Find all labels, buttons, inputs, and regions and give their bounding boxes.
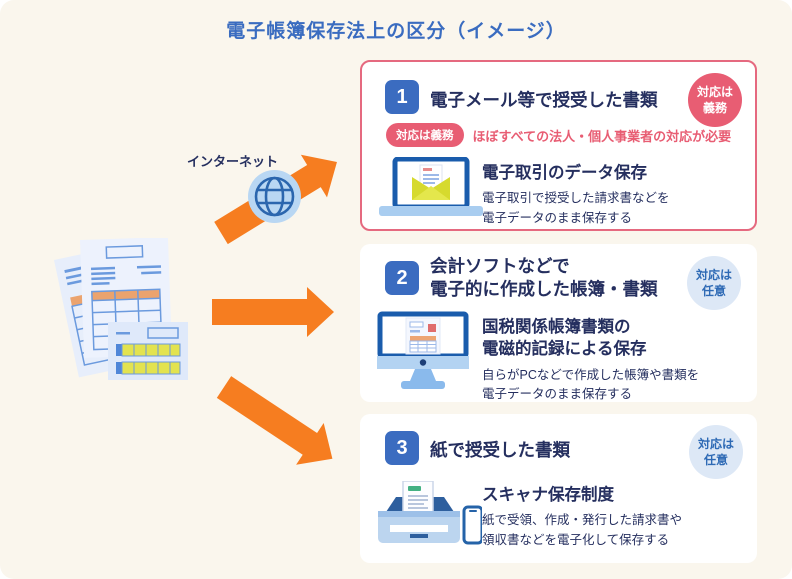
method-description: 自らがPCなどで作成した帳簿や書類を 電子データのまま保存する bbox=[482, 367, 700, 401]
category-card-paper-documents: 3 紙で授受した書類 対応は 任意 スキャナ保存制度 紙で受領、作成・発行した請… bbox=[360, 414, 757, 563]
category-card-electronic-transactions: 1 電子メール等で授受した書類 対応は 義務 対応は義務 ほぼすべての法人・個人… bbox=[360, 60, 757, 231]
internet-label: インターネット bbox=[187, 154, 279, 169]
orange-arrow-icon-3 bbox=[216, 376, 333, 465]
category-card-accounting-software: 2 会計ソフトなどで 電子的に作成した帳簿・書類 対応は 任意 国税関係帳簿書類… bbox=[360, 244, 757, 402]
optional-badge: 対応は 任意 bbox=[689, 425, 743, 479]
desktop-document-icon bbox=[377, 311, 469, 389]
optional-badge: 対応は 任意 bbox=[687, 256, 741, 310]
orange-arrow-icon-2 bbox=[212, 287, 334, 337]
scanner-smartphone-icon bbox=[378, 481, 482, 545]
globe-icon bbox=[248, 170, 301, 223]
method-block: 国税関係帳簿書類の 電磁的記録による保存 自らがPCなどで作成した帳簿や書類を … bbox=[482, 316, 699, 404]
section-number-badge: 3 bbox=[385, 431, 419, 465]
section-title: 電子メール等で授受した書類 bbox=[430, 90, 658, 110]
method-block: 電子取引のデータ保存 電子取引で授受した請求書などを 電子データのまま保存する bbox=[482, 162, 670, 228]
section-title: 会計ソフトなどで 電子的に作成した帳簿・書類 bbox=[430, 256, 658, 300]
method-title: スキャナ保存制度 bbox=[482, 486, 614, 504]
section-number-badge: 2 bbox=[385, 261, 419, 295]
laptop-email-icon bbox=[379, 157, 483, 216]
page-title: 電子帳簿保存法上の区分（イメージ） bbox=[226, 21, 566, 42]
section-number-badge: 1 bbox=[385, 80, 419, 114]
paper-documents-icon bbox=[54, 238, 188, 380]
method-description: 紙で受領、作成・発行した請求書や 領収書などを電子化して保存する bbox=[482, 513, 683, 547]
method-title: 電子取引のデータ保存 bbox=[482, 164, 647, 182]
method-description: 電子取引で授受した請求書などを 電子データのまま保存する bbox=[482, 191, 670, 225]
mandatory-note: ほぼすべての法人・個人事業者の対応が必要 bbox=[472, 128, 732, 144]
method-title: 国税関係帳簿書類の 電磁的記録による保存 bbox=[482, 318, 647, 359]
section-title: 紙で授受した書類 bbox=[430, 440, 570, 460]
method-block: スキャナ保存制度 紙で受領、作成・発行した請求書や 領収書などを電子化して保存す… bbox=[482, 484, 682, 550]
mandatory-pill: 対応は義務 bbox=[386, 123, 464, 147]
mandatory-note-row: 対応は義務 ほぼすべての法人・個人事業者の対応が必要 bbox=[386, 123, 731, 147]
mandatory-badge: 対応は 義務 bbox=[688, 73, 742, 127]
